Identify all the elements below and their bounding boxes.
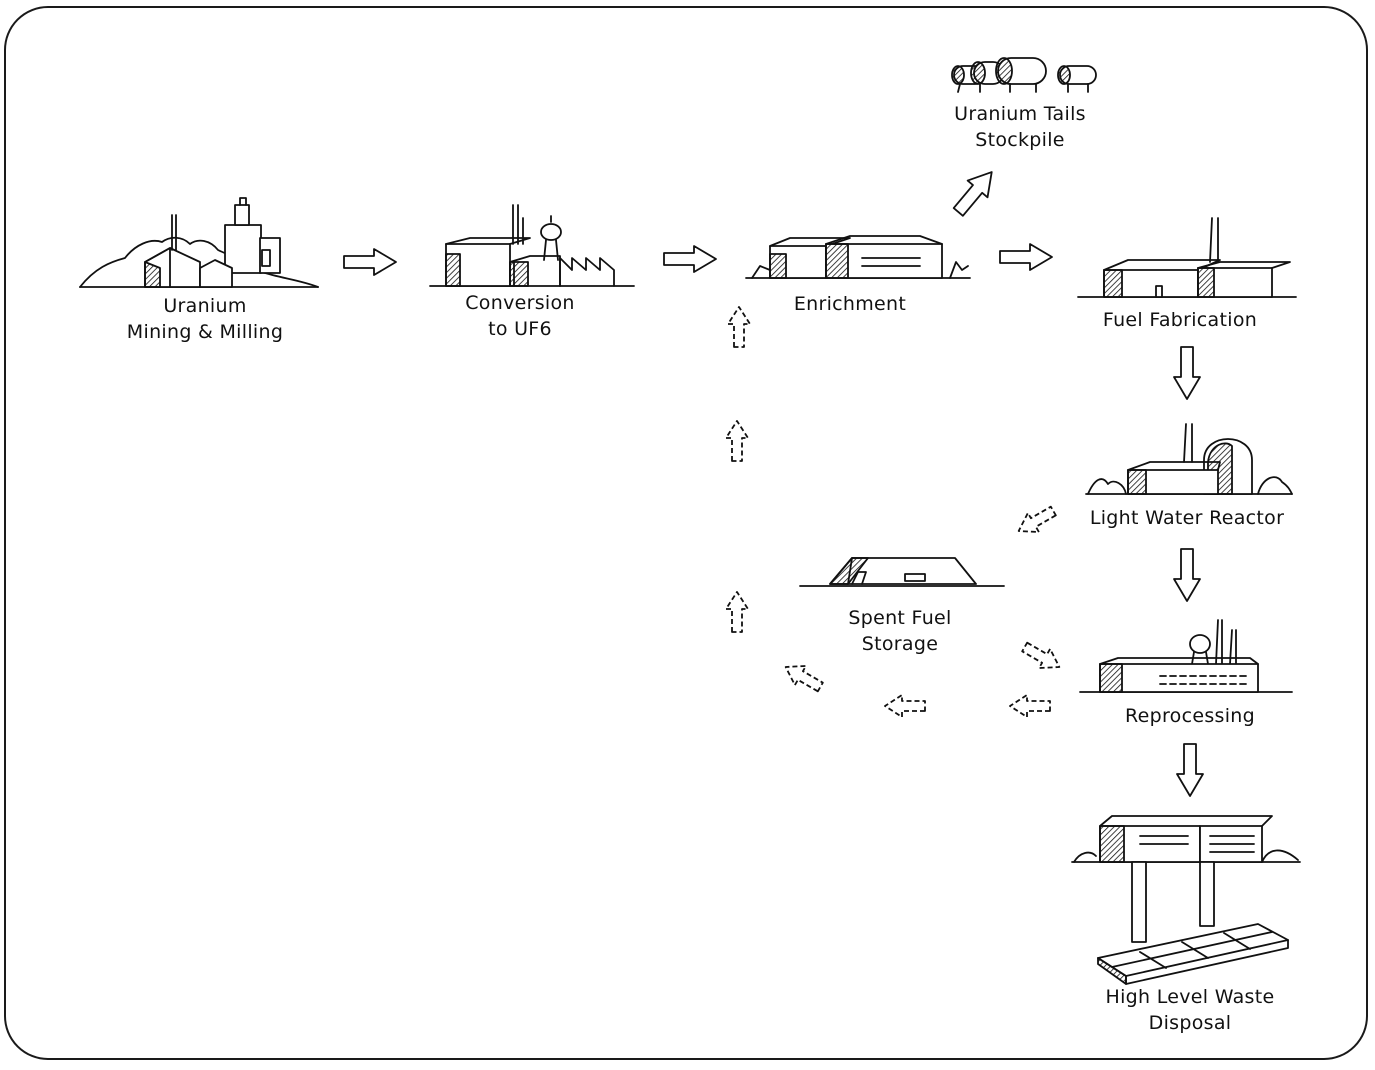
label-conversion-line2: to UF6 [440, 316, 600, 342]
label-disposal: High Level Waste Disposal [1075, 984, 1305, 1036]
label-conversion: Conversion to UF6 [440, 290, 600, 342]
reactor-dome-icon [1086, 424, 1292, 494]
recycle-arrow-left-2 [1010, 695, 1050, 717]
label-reprocessing: Reprocessing [1105, 703, 1275, 729]
fabrication-plant-icon [1078, 218, 1296, 297]
flow-arrow-enrichment-fabrication [1000, 244, 1052, 270]
enrichment-plant-icon [746, 236, 970, 278]
flow-arrow-fabrication-reactor [1174, 347, 1200, 399]
repository-icon [1072, 816, 1300, 984]
recycle-arrow-left-1 [885, 695, 925, 717]
label-fabrication: Fuel Fabrication [1085, 307, 1275, 333]
label-fabrication-line1: Fuel Fabrication [1085, 307, 1275, 333]
label-disposal-line1: High Level Waste [1075, 984, 1305, 1010]
reprocessing-plant-icon [1080, 620, 1292, 692]
recycle-arrow-up-2 [726, 421, 748, 461]
label-reactor-line1: Light Water Reactor [1072, 505, 1302, 531]
label-reactor: Light Water Reactor [1072, 505, 1302, 531]
label-storage-line1: Spent Fuel [820, 605, 980, 631]
label-reprocessing-line1: Reprocessing [1105, 703, 1275, 729]
recycle-arrow-storage-reprocessing [1019, 637, 1065, 676]
label-storage-line2: Storage [820, 631, 980, 657]
recycle-arrow-up-1 [728, 307, 750, 347]
label-tails-line2: Stockpile [935, 127, 1105, 153]
label-tails-line1: Uranium Tails [935, 101, 1105, 127]
cylinders-icon [952, 58, 1096, 92]
flow-arrow-reprocessing-disposal [1177, 744, 1203, 796]
label-tails: Uranium Tails Stockpile [935, 101, 1105, 153]
label-enrichment-line1: Enrichment [770, 291, 930, 317]
recycle-arrow-up-3 [726, 592, 748, 632]
storage-building-icon [800, 558, 1004, 586]
factory-icon [430, 205, 634, 286]
flow-arrow-conversion-enrichment [664, 246, 716, 272]
label-mining-line1: Uranium [110, 293, 300, 319]
label-storage: Spent Fuel Storage [820, 605, 980, 657]
label-conversion-line1: Conversion [440, 290, 600, 316]
recycle-arrow-reactor-storage [1013, 501, 1059, 540]
mine-mill-icon [80, 198, 318, 287]
label-enrichment: Enrichment [770, 291, 930, 317]
recycle-arrow-diag [780, 657, 826, 696]
flow-arrow-enrichment-tails [948, 164, 1001, 221]
flow-arrow-mining-conversion [344, 249, 396, 275]
label-mining-line2: Mining & Milling [110, 319, 300, 345]
flow-arrow-reactor-reprocessing [1174, 549, 1200, 601]
label-disposal-line2: Disposal [1075, 1010, 1305, 1036]
label-mining: Uranium Mining & Milling [110, 293, 300, 345]
